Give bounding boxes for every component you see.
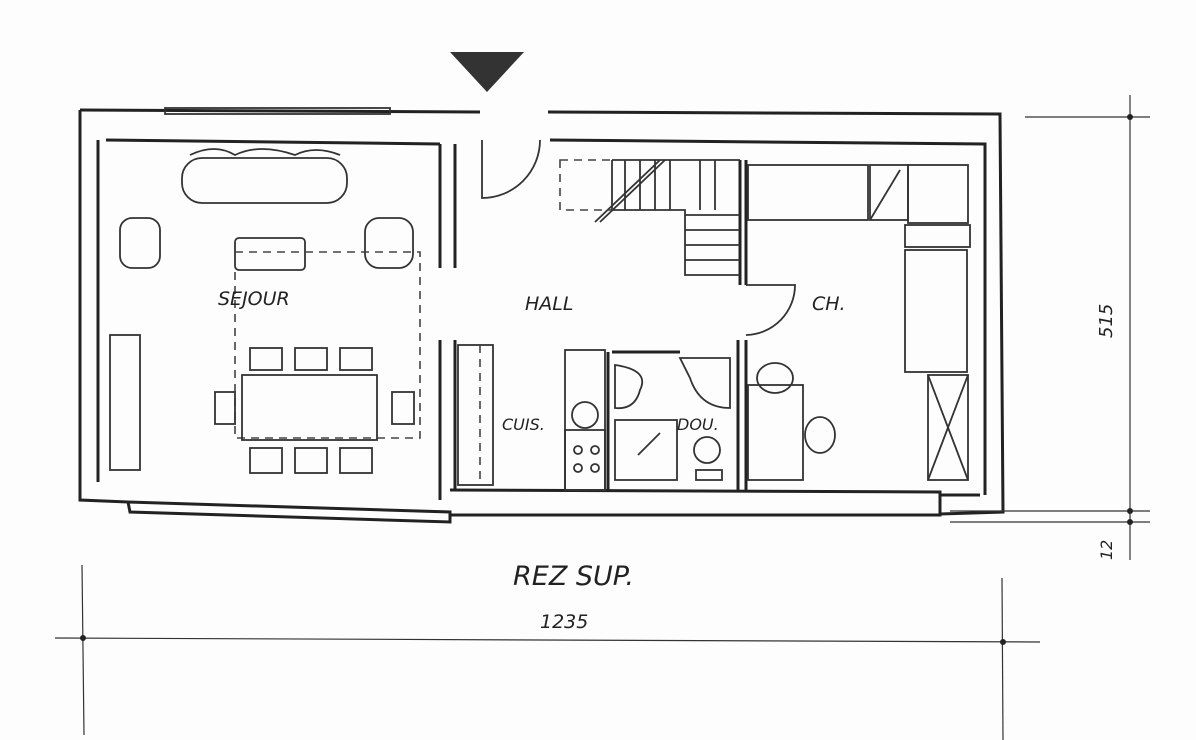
fixtures — [457, 164, 971, 486]
width-dimension — [54, 564, 1041, 740]
width-dimension-label: 1235 — [540, 611, 588, 633]
depth-dimension-label: 515 — [1096, 304, 1117, 338]
room-label-hall: HALL — [525, 293, 573, 315]
room-label-cuisine: CUIS. — [502, 415, 545, 434]
interior-walls — [438, 144, 748, 500]
staircase — [559, 159, 740, 276]
room-label-sejour: SEJOUR — [218, 288, 290, 310]
room-label-douche: DOU. — [677, 415, 719, 434]
room-label-chambre: CH. — [812, 293, 846, 315]
entrance-arrow-icon — [450, 52, 524, 92]
offset-dimension-label: 12 — [1097, 540, 1116, 560]
exterior-walls — [78, 107, 1005, 524]
plan-title: REZ SUP. — [513, 561, 634, 592]
depth-dimension — [950, 95, 1150, 560]
sejour-furniture — [109, 148, 421, 474]
doors — [481, 139, 796, 336]
